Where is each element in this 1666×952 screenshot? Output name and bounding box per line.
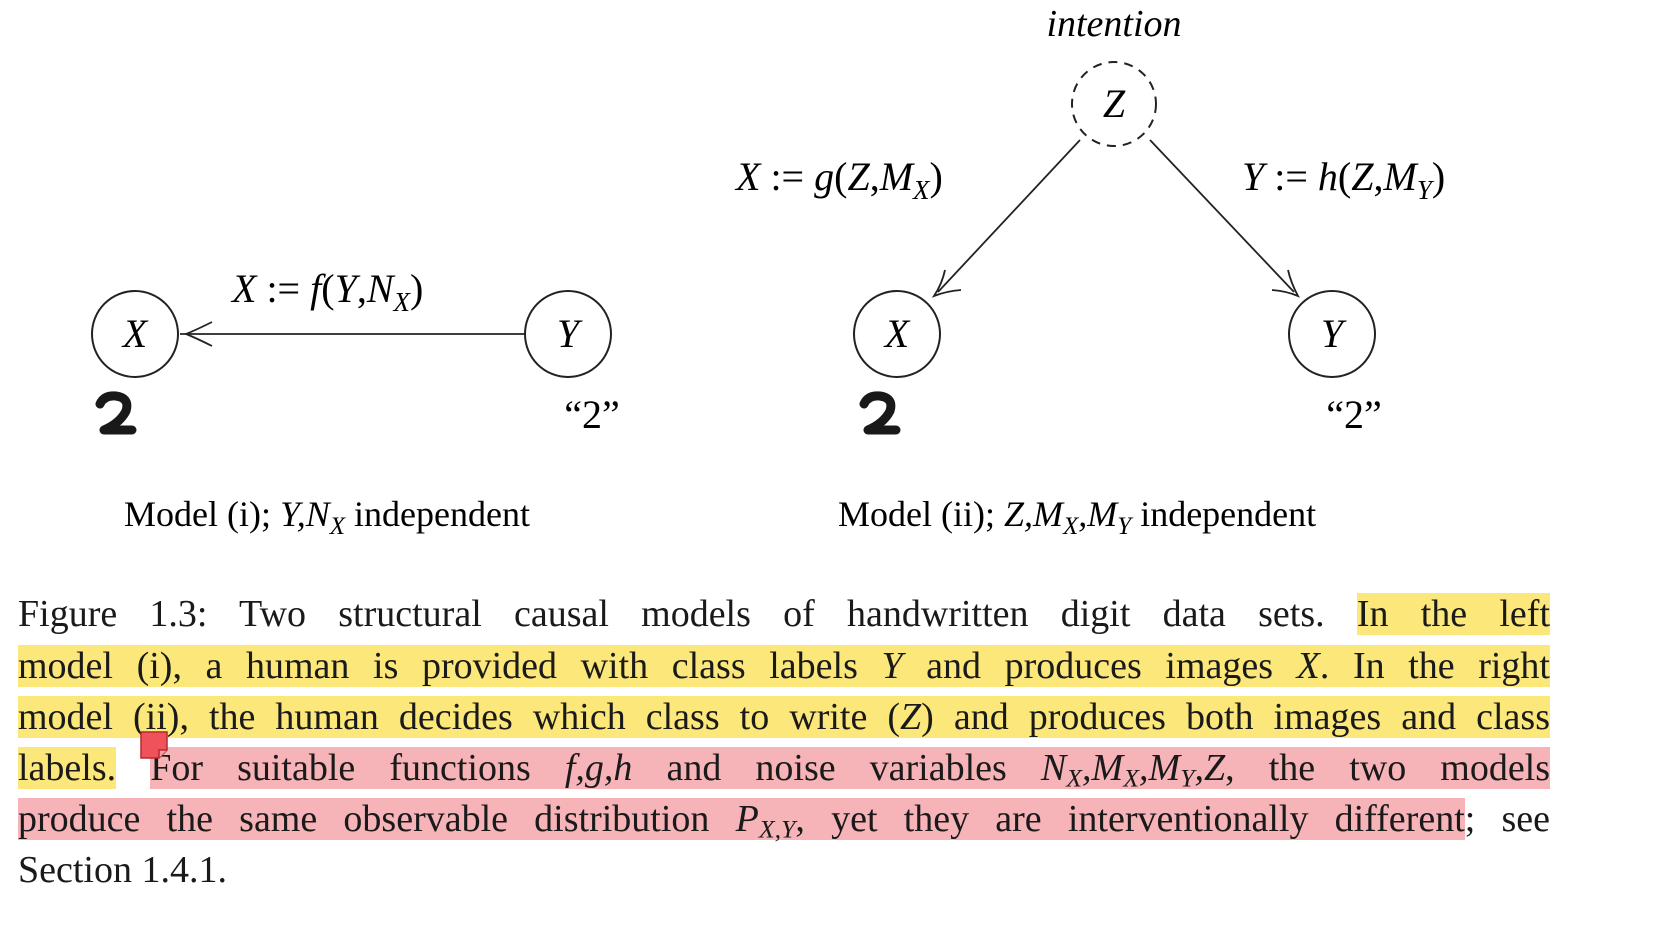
handwritten-digit-image-right (859, 391, 901, 435)
highlight-yellow[interactable]: In the left (1356, 593, 1550, 635)
node-y-right (1288, 290, 1376, 378)
node-x-left-label: X (121, 311, 149, 356)
caption-line-5: produce the same observable distribution… (18, 798, 1551, 844)
highlight-yellow[interactable]: model (i), a human is provided with clas… (18, 645, 1550, 687)
highlight-yellow[interactable]: model (ii), the human decides which clas… (18, 696, 1550, 738)
node-x-right (853, 290, 941, 378)
caption-line-2: model (i), a human is provided with clas… (18, 640, 1550, 692)
y-quote-right: “2” (1326, 392, 1382, 437)
y-quote-left: “2” (564, 392, 620, 437)
node-y-left-label: Y (557, 311, 583, 356)
right-model: intention Z X Y X := g(Z,MX) Y := h(Z,MY… (734, 3, 1445, 540)
edge-label-z-to-x: X := g(Z,MX) (734, 154, 943, 205)
node-x-left (91, 290, 179, 378)
node-y-right-label: Y (1321, 311, 1347, 356)
highlight-red[interactable]: produce the same observable distribution… (18, 798, 1465, 844)
edge-label-left: X := f(Y,NX) (230, 266, 423, 317)
node-z-label: Z (1103, 81, 1126, 126)
caption-line-4: labels. For suitable functions f,g,h and… (18, 742, 1551, 794)
sticky-note-icon[interactable] (139, 730, 169, 760)
caption-line-3: model (ii), the human decides which clas… (18, 691, 1550, 743)
left-model-caption: Model (i); Y,NX independent (124, 494, 530, 540)
right-model-caption: Model (ii); Z,MX,MY independent (838, 494, 1316, 540)
edge-y-to-x-arrowhead (183, 321, 213, 347)
node-x-right-label: X (883, 311, 911, 356)
causal-models-figure: X Y X := f(Y,NX) “2” Model (i); Y,NX ind… (91, 3, 1445, 540)
edge-label-z-to-y: Y := h(Z,MY) (1242, 154, 1445, 205)
edge-z-to-y (1149, 139, 1295, 293)
caption-line-1: Figure 1.3: Two structural causal models… (18, 593, 1550, 635)
edge-z-to-x-arrowhead (931, 269, 962, 298)
edge-z-to-x (937, 139, 1081, 293)
edge-z-to-y-arrowhead (1271, 269, 1300, 298)
z-intention-label: intention (1046, 3, 1181, 45)
highlight-red[interactable]: For suitable functions f,g,h and noise v… (150, 747, 1551, 793)
node-z (1071, 61, 1157, 147)
caption-line-6: Section 1.4.1. (18, 849, 227, 891)
highlight-yellow[interactable]: labels. (18, 747, 117, 789)
handwritten-digit-image-left (95, 391, 137, 435)
left-model: X Y X := f(Y,NX) “2” Model (i); Y,NX ind… (91, 266, 620, 540)
